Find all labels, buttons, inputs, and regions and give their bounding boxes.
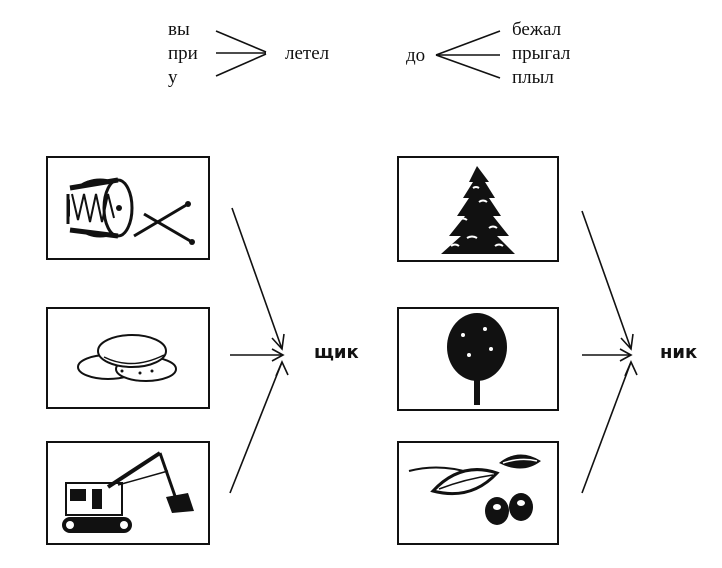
arrow-pancakes-to-shchik <box>230 348 285 362</box>
picture-box-excavator <box>46 441 210 545</box>
spruce-icon <box>441 166 515 254</box>
arrow-spruce-to-nik <box>581 210 634 351</box>
connector-do-plyl <box>435 54 501 79</box>
arrow-excavator-to-shchik <box>229 360 289 494</box>
picture-box-drum <box>46 156 210 260</box>
root-bezhal: бежал <box>512 19 562 40</box>
connector-vy-letel <box>215 30 267 53</box>
arrow-birch-to-nik <box>582 348 633 362</box>
root-letel: летел <box>285 43 330 64</box>
connector-u-letel <box>215 53 267 77</box>
pancakes-icon <box>77 334 177 382</box>
root-prygal: прыгал <box>512 43 571 64</box>
arrow-lingonberry-to-nik <box>581 360 638 494</box>
root-plyl: плыл <box>512 67 554 88</box>
prefix-vy: вы <box>168 19 190 40</box>
connector-do-bezhal <box>435 30 501 56</box>
drum-icon <box>66 177 195 245</box>
suffix-nik: ник <box>660 342 698 363</box>
prefix-u: у <box>168 67 178 88</box>
picture-box-pancakes <box>46 307 210 409</box>
excavator-icon <box>62 451 194 533</box>
picture-box-birch <box>397 307 559 411</box>
prefix-pri: при <box>168 43 198 64</box>
prefix-do: до <box>406 45 426 66</box>
birch-icon <box>447 313 507 405</box>
picture-box-spruce <box>397 156 559 262</box>
lingonberry-icon <box>408 454 541 525</box>
suffix-shchik: щик <box>314 342 359 363</box>
picture-box-lingonberry <box>397 441 559 545</box>
arrow-drum-to-shchik <box>231 207 285 351</box>
